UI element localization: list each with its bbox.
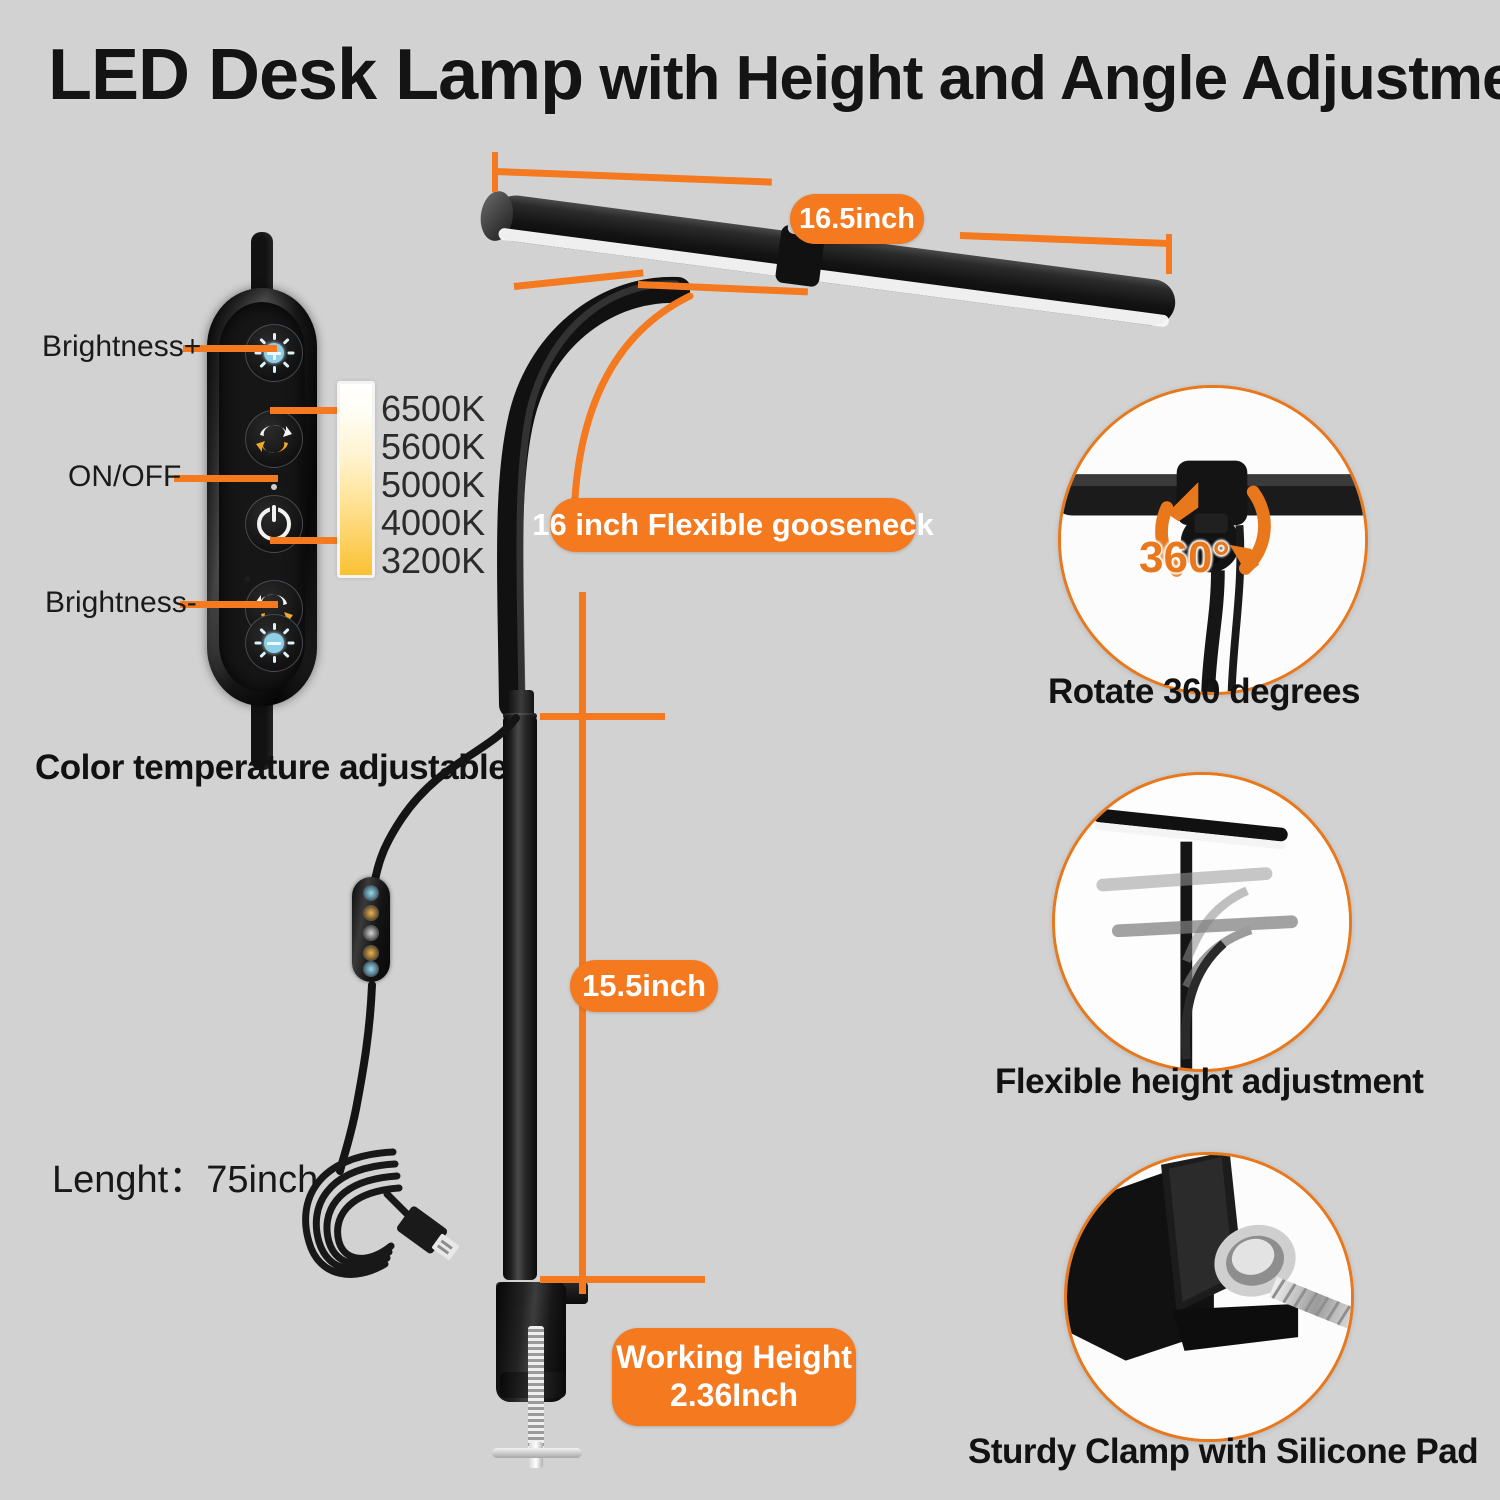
cable-lower-run [336,981,376,1175]
rotate-360-overlay: 360° [1139,533,1231,582]
control-pod [207,288,317,706]
pod-indicator-dot [271,484,277,490]
inline-brightness-up-icon [363,885,379,901]
power-icon [257,505,291,541]
feature-height-caption-text: Flexible height adjustment [995,1062,1424,1101]
inline-power-icon [363,925,379,941]
inline-color-down-icon [363,945,379,961]
color-temperature-gradient-bar [337,381,375,578]
kelvin-5600: 5600K [381,426,486,467]
label-brightness-up-text: Brightness+ [42,330,202,363]
clamp-illustration [1067,1155,1351,1439]
kelvin-4000: 4000K [381,502,486,543]
clamp-screw-handle [492,1448,582,1458]
power-button[interactable] [245,495,303,553]
leader-brightness-down [180,601,278,608]
label-brightness-down-text: Brightness- [45,586,197,619]
leader-color-temp-up [270,407,348,414]
leader-color-temp-down [270,537,348,544]
page-title: LED Desk Lamp with Height and Angle Adju… [48,34,1500,116]
inline-controller [352,877,390,982]
feature-clamp-caption: Sturdy Clamp with Silicone Pad [968,1432,1479,1472]
control-pod-caption-text: Color temperature adjustable [35,748,508,787]
pod-cord-top [251,232,273,304]
dim-head-width-pill: 16.5inch [790,194,924,244]
feature-rotate-caption: Rotate 360 degrees [1048,672,1360,712]
feature-clamp-caption-text: Sturdy Clamp with Silicone Pad [968,1432,1479,1471]
title-lead: LED Desk Lamp [48,35,584,115]
feature-rotate-circle: 360° [1058,385,1368,695]
kelvin-3200: 3200K [381,540,486,581]
cycle-up-icon [256,425,292,453]
dim-pole-tick-top [540,713,665,720]
inline-brightness-down-icon [363,961,379,977]
pod-cord-bottom [251,690,273,770]
leader-onoff [174,475,278,482]
dim-head-right-endcap [1166,234,1172,274]
working-height-pill: Working Height 2.36Inch [612,1328,856,1426]
height-adjustment-illustration [1055,775,1349,1069]
kelvin-6500: 6500K [381,388,486,429]
color-temp-up-button[interactable] [245,410,303,468]
dim-pole-height-text: 15.5inch [581,967,707,1003]
cable-upper-run [370,714,520,890]
cable-length-label: Lenght：75inch [52,1148,318,1203]
title-rest: with Height and Angle Adjustment [583,44,1500,113]
kelvin-5000: 5000K [381,464,486,505]
dim-pole-tick-bottom [540,1276,705,1283]
feature-clamp-circle [1064,1152,1354,1442]
sun-plus-icon [254,333,295,373]
gooseneck-arc-line [570,292,694,520]
dim-pole-height-pill: 15.5inch [570,960,718,1012]
gooseneck-pill: 16 inch Flexible gooseneck [532,498,934,552]
clamp-screw [528,1326,544,1456]
cable-length-text: Lenght：75inch [52,1159,319,1201]
label-onoff: ON/OFF [68,460,181,494]
dim-head-left-line [494,168,772,186]
label-brightness-up: Brightness+ [42,330,201,364]
control-pod-face [219,302,305,692]
control-pod-caption: Color temperature adjustable [35,748,508,788]
rotate-360-illustration [1061,388,1365,692]
gooseneck-text: 16 inch Flexible gooseneck [532,506,934,542]
label-brightness-down: Brightness- [45,586,197,620]
sun-minus-icon [254,623,295,663]
feature-height-circle [1052,772,1352,1072]
brightness-down-button[interactable] [245,614,303,672]
leader-brightness-up [183,345,277,352]
working-height-line1: Working Height [616,1339,852,1376]
feature-rotate-caption-text: Rotate 360 degrees [1048,672,1360,711]
brightness-up-button[interactable] [245,324,303,382]
dim-pole-vertical-line [579,592,586,1294]
gooseneck-illustration [497,276,690,718]
pole-lower-segment [503,715,537,1280]
working-height-line2: 2.36Inch [669,1377,799,1413]
usb-cable-coil [302,1148,459,1278]
feature-height-caption: Flexible height adjustment [995,1062,1424,1102]
inline-color-up-icon [363,905,379,921]
label-onoff-text: ON/OFF [68,460,182,493]
dim-head-width-text: 16.5inch [798,202,916,235]
